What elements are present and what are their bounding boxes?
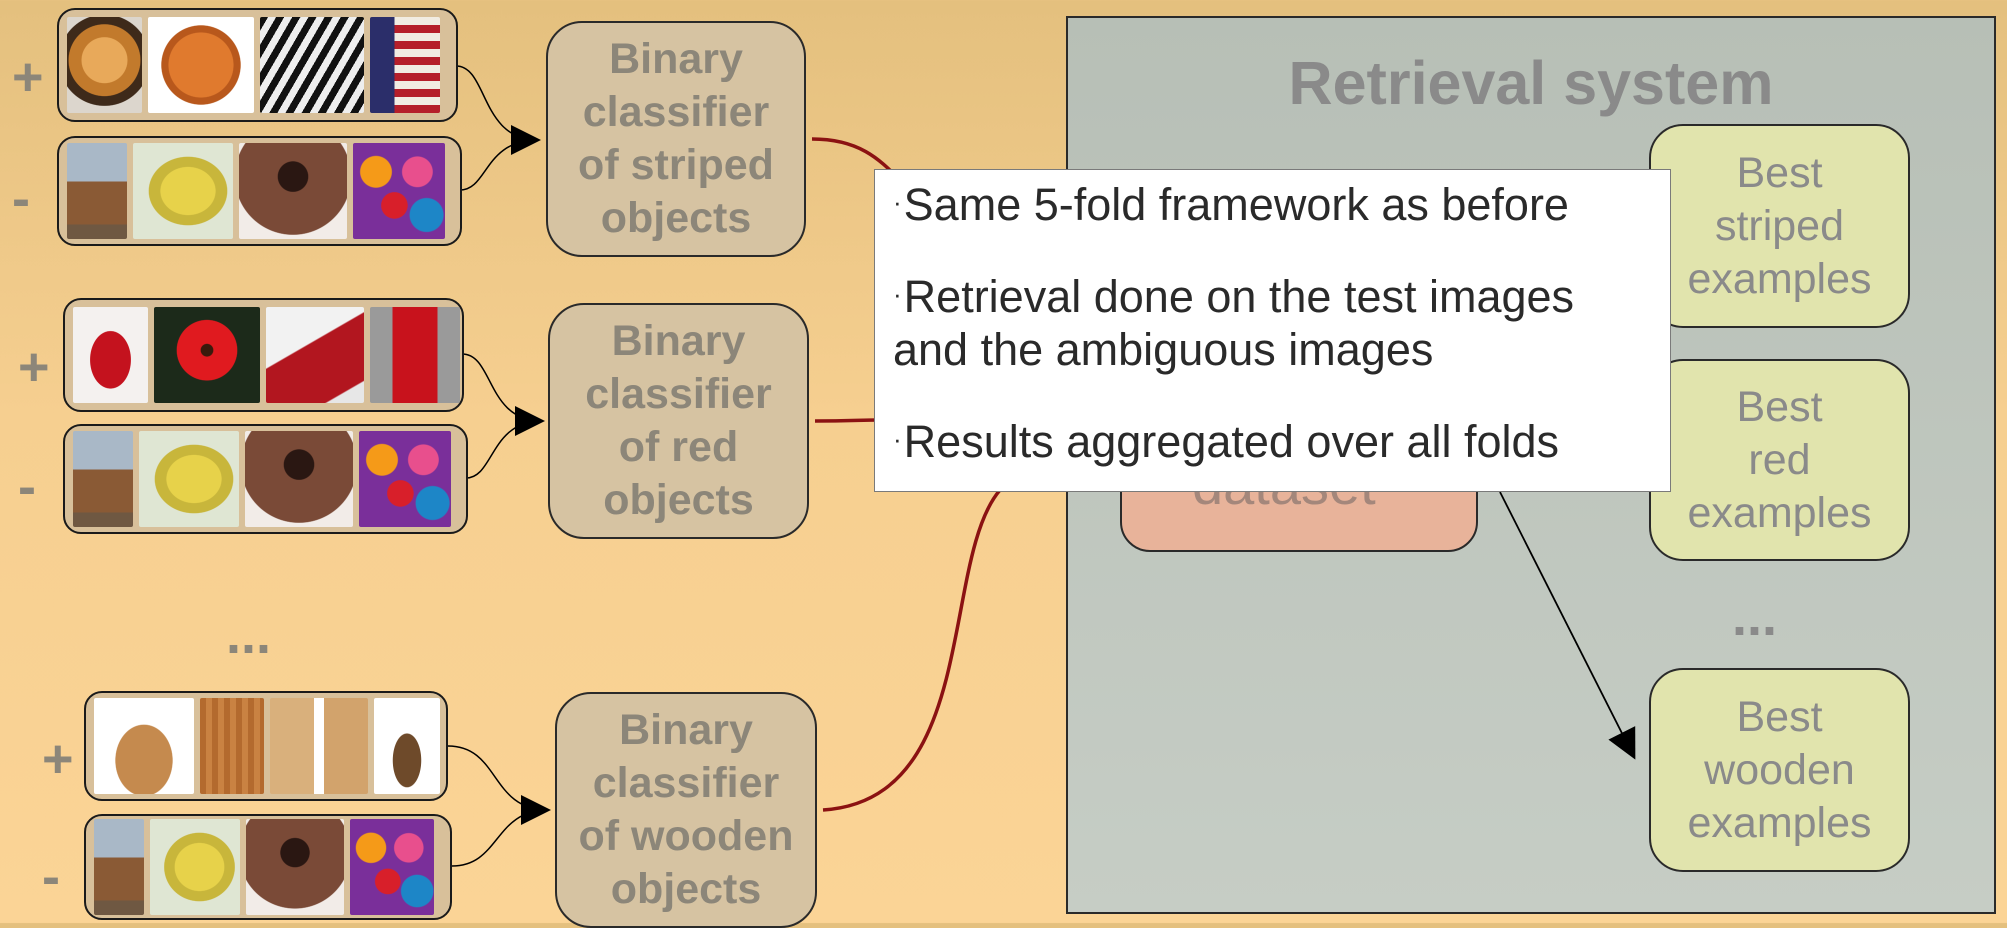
bananas-photo — [133, 143, 233, 239]
zebras-photo — [260, 17, 364, 113]
cake-photo — [239, 143, 347, 239]
note-text: Retrieval done on the test images and th… — [893, 271, 1575, 375]
negative-sign: - — [12, 169, 30, 229]
horse-photo — [73, 431, 133, 527]
more-results-ellipsis: ... — [1732, 587, 1778, 647]
result-best-striped-label: Best striped examples — [1687, 148, 1872, 303]
result-best-striped: Best striped examples — [1649, 124, 1910, 328]
cake-photo — [246, 819, 344, 915]
positive-to-classifier-red — [461, 353, 545, 436]
red-phone-booth-photo — [370, 307, 460, 403]
result-best-red-label: Best red examples — [1687, 382, 1872, 537]
red-high-heels-photo — [73, 307, 148, 403]
classifier-striped-label: Binary classifier of striped objects — [578, 35, 774, 242]
classifier-red: Binary classifier of red objects — [548, 303, 809, 539]
note-text: Results aggregated over all folds — [903, 416, 1560, 467]
bullet-dot: · — [893, 424, 902, 454]
positive-examples-red — [63, 298, 464, 412]
wooden-bowl-photo — [94, 698, 194, 794]
negative-to-classifier-striped — [459, 139, 539, 191]
tiger-photo — [67, 17, 142, 113]
negative-examples-wooden — [84, 814, 452, 920]
classifier-red-link — [814, 418, 879, 423]
bullet-dot: · — [893, 279, 902, 309]
result-best-red: Best red examples — [1649, 359, 1910, 561]
classifier-wooden-link — [822, 488, 1002, 812]
colored-balls-photo — [350, 819, 434, 915]
positive-sign: + — [18, 337, 50, 397]
result-best-wooden: Best wooden examples — [1649, 668, 1910, 872]
us-flag-photo — [370, 17, 440, 113]
bananas-photo — [139, 431, 239, 527]
colored-balls-photo — [353, 143, 445, 239]
retrieval-system-title: Retrieval system — [1288, 49, 1774, 117]
red-laptop-photo — [266, 307, 364, 403]
note-bullet: ·Same 5-fold framework as before — [893, 178, 1658, 231]
negative-sign: - — [42, 847, 60, 907]
classifier-wooden-label: Binary classifier of wooden objects — [578, 706, 794, 913]
cake-photo — [245, 431, 353, 527]
negative-sign: - — [18, 457, 36, 517]
positive-to-classifier-wooden — [447, 745, 551, 825]
bananas-photo — [150, 819, 240, 915]
basketball-photo — [148, 17, 254, 113]
negative-examples-red — [63, 424, 468, 534]
wooden-lantern-photo — [374, 698, 440, 794]
note-bullet: ·Retrieval done on the test images and t… — [893, 270, 1658, 376]
note-bullet: ·Results aggregated over all folds — [893, 415, 1658, 468]
positive-examples-wooden — [84, 691, 448, 801]
bullet-dot: · — [893, 187, 902, 217]
classifier-red-label: Binary classifier of red objects — [585, 317, 772, 524]
red-gerbera-photo — [154, 307, 260, 403]
classifier-wooden: Binary classifier of wooden objects — [555, 692, 817, 928]
positive-examples-striped — [57, 8, 458, 122]
negative-to-classifier-red — [465, 420, 543, 479]
note-text: Same 5-fold framework as before — [903, 179, 1569, 230]
classifier-striped: Binary classifier of striped objects — [546, 21, 806, 257]
horse-photo — [67, 143, 127, 239]
wood-panel-photo — [200, 698, 264, 794]
result-best-wooden-label: Best wooden examples — [1687, 692, 1872, 847]
negative-to-classifier-wooden — [451, 809, 549, 867]
notes-callout: ·Same 5-fold framework as before ·Retrie… — [874, 169, 1671, 492]
more-classifiers-ellipsis: ... — [226, 605, 272, 665]
wooden-furniture-photo — [270, 698, 368, 794]
negative-examples-striped — [57, 136, 462, 246]
horse-photo — [94, 819, 144, 915]
positive-sign: + — [42, 729, 74, 789]
positive-sign: + — [12, 47, 44, 107]
positive-to-classifier-striped — [455, 65, 541, 155]
colored-balls-photo — [359, 431, 451, 527]
